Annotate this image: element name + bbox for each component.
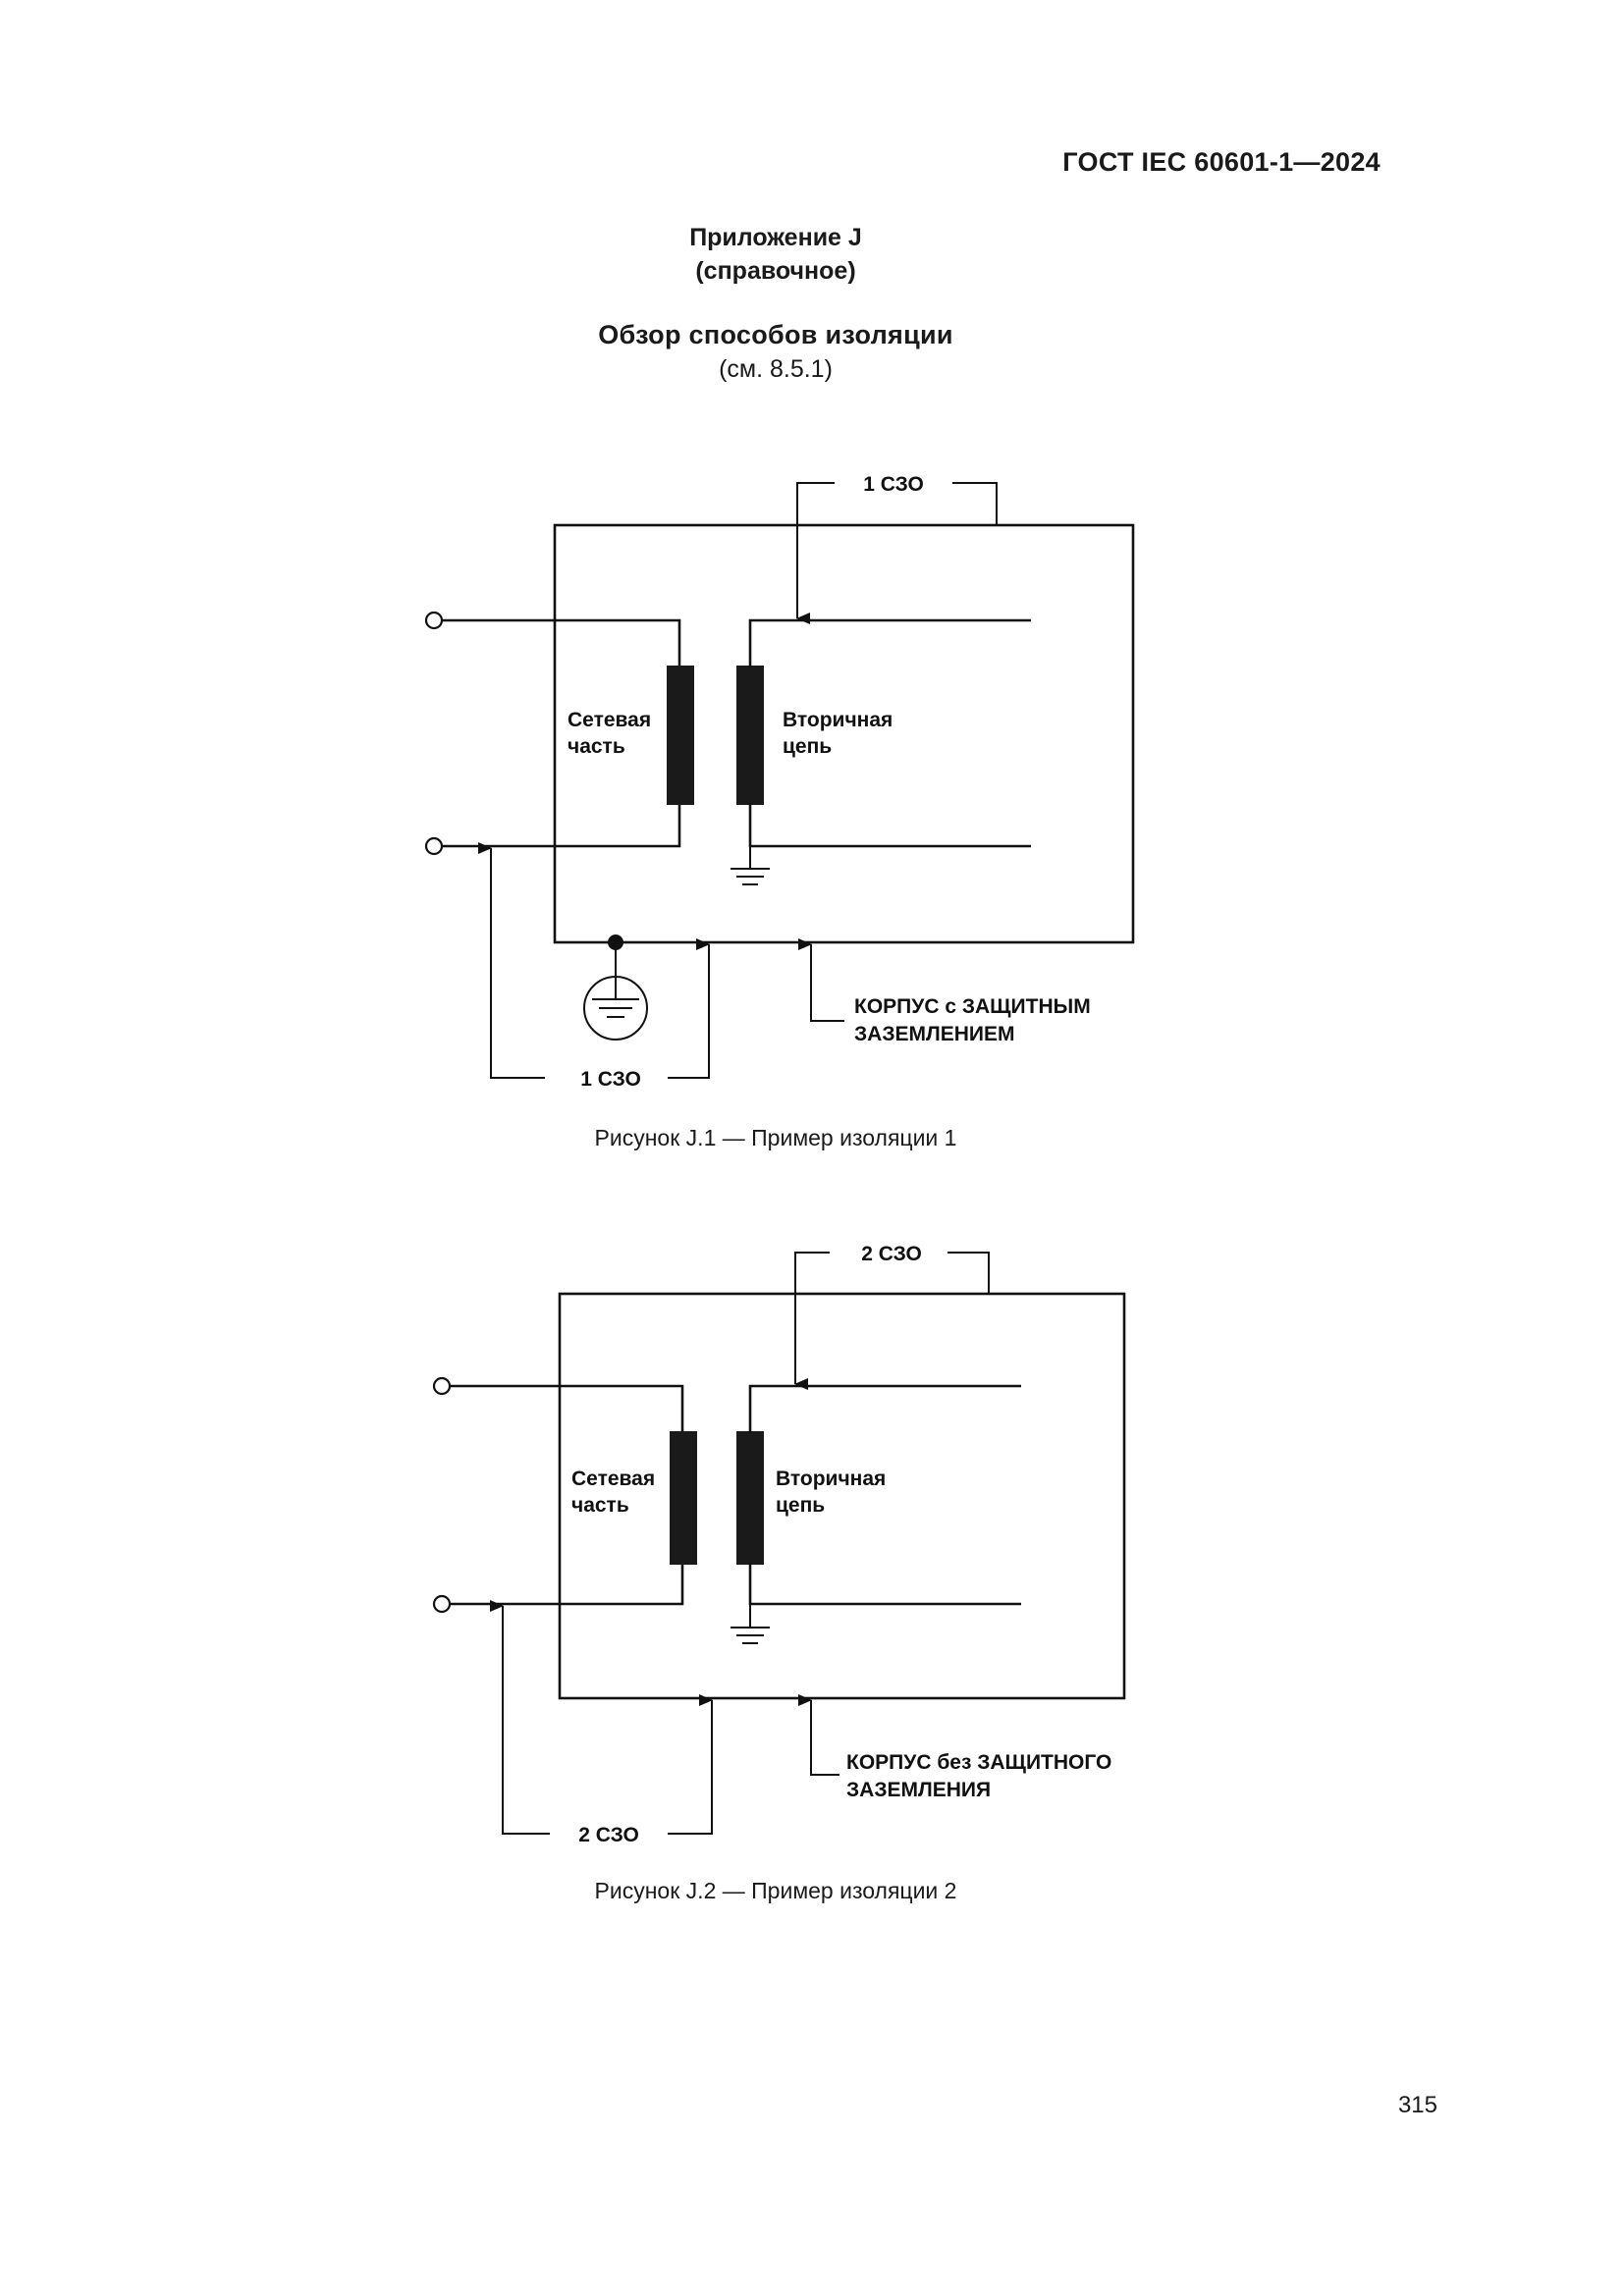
section-reference: (см. 8.5.1) [719, 355, 833, 383]
secondary-wire-top [748, 1384, 1021, 1433]
secondary-circuit-label-1: Вторичная [776, 1468, 886, 1490]
top-insulation-label: 1 СЗО [863, 473, 924, 496]
enclosure-pointer [798, 938, 844, 1022]
secondary-circuit-label-2: цепь [776, 1494, 825, 1517]
standard-header: ГОСТ IEC 60601-1—2024 [1062, 147, 1380, 177]
mains-terminal-bottom [424, 836, 444, 856]
enclosure-pointer [798, 1694, 839, 1776]
page-number: 315 [1397, 2092, 1437, 2118]
mains-part-label-1: Сетевая [568, 709, 651, 731]
enclosure-label-2: ЗАЗЕМЛЕНИЯ [846, 1779, 991, 1801]
primary-winding [667, 666, 694, 805]
bottom-insulation-bracket-left [478, 842, 545, 1079]
figure-j1-diagram: 1 СЗО 1 СЗО Сетевая часть Вторичная цепь… [424, 473, 1135, 1091]
bottom-insulation-bracket-left [490, 1600, 550, 1835]
primary-wire-bottom [442, 803, 681, 848]
annex-type: (справочное) [695, 257, 856, 285]
ground-icon [731, 846, 770, 885]
bottom-insulation-label: 1 СЗО [580, 1068, 641, 1091]
primary-wire-top [442, 618, 681, 667]
top-insulation-bracket [797, 482, 998, 618]
secondary-winding [736, 1431, 764, 1565]
mains-part-label-2: часть [571, 1494, 629, 1517]
top-insulation-label: 2 СЗО [861, 1243, 922, 1265]
figure-j2-caption: Рисунок J.2 — Пример изоляции 2 [594, 1878, 957, 1903]
mains-terminal-top [432, 1376, 452, 1396]
ground-icon [731, 1604, 770, 1644]
primary-winding [670, 1431, 697, 1565]
earth-symbol-lines [592, 952, 639, 1018]
secondary-wire-bottom [748, 803, 1031, 848]
top-insulation-bracket [795, 1252, 990, 1384]
mains-part-label-1: Сетевая [571, 1468, 655, 1490]
mains-terminal-top [424, 611, 444, 630]
bottom-insulation-bracket-right [668, 938, 710, 1079]
enclosure-outline [558, 1292, 1126, 1700]
primary-wire-bottom [450, 1563, 684, 1606]
mains-terminal-bottom [432, 1594, 452, 1614]
figure-j2-diagram: 2 СЗО 2 СЗО Сетевая часть Вторичная цепь… [432, 1243, 1126, 1846]
primary-wire-top [450, 1384, 684, 1433]
secondary-winding [736, 666, 764, 805]
annex-title: Приложение J [689, 224, 862, 251]
secondary-circuit-label-1: Вторичная [783, 709, 893, 731]
enclosure-outline [553, 523, 1135, 944]
figure-j1-caption: Рисунок J.1 — Пример изоляции 1 [594, 1125, 957, 1150]
enclosure-label-2: ЗАЗЕМЛЕНИЕМ [854, 1023, 1014, 1045]
secondary-circuit-label-2: цепь [783, 735, 832, 758]
bottom-insulation-bracket-right [668, 1694, 713, 1835]
bottom-insulation-label: 2 СЗО [578, 1824, 639, 1846]
section-title: Обзор способов изоляции [598, 320, 953, 349]
enclosure-label-1: КОРПУС без ЗАЩИТНОГО [846, 1751, 1111, 1774]
mains-part-label-2: часть [568, 735, 625, 758]
enclosure-label-1: КОРПУС с ЗАЩИТНЫМ [854, 995, 1091, 1018]
secondary-wire-bottom [748, 1563, 1021, 1606]
secondary-wire-top [748, 618, 1031, 667]
